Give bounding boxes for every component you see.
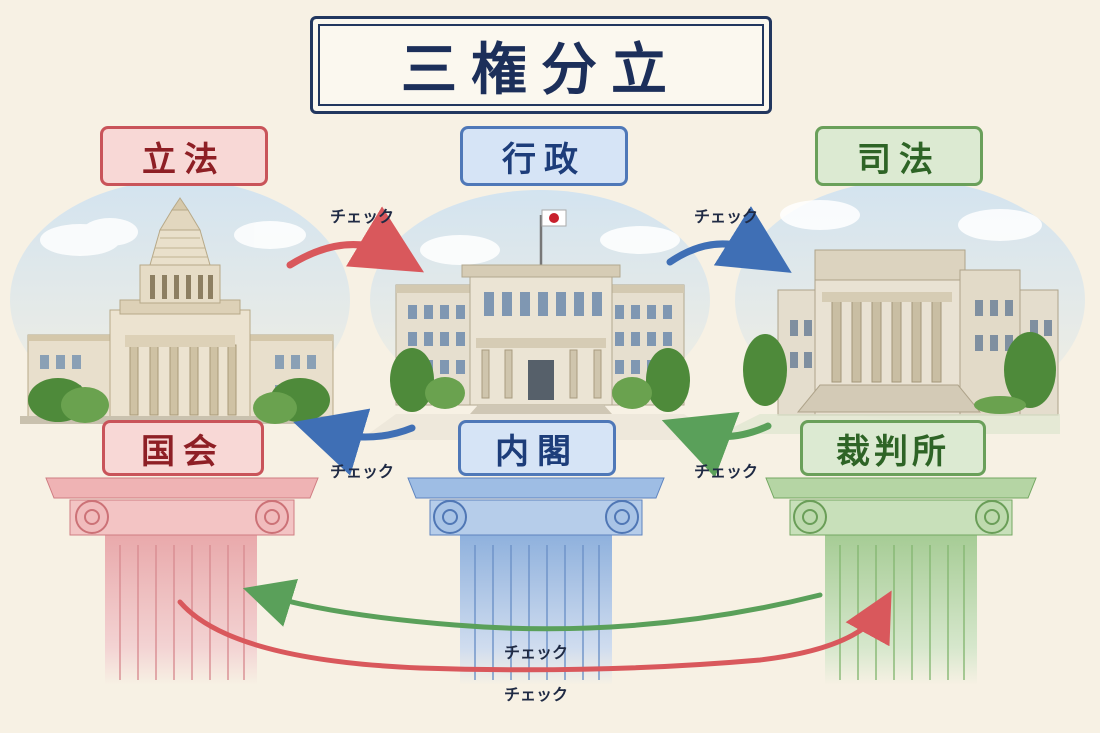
arrow-executive-to-judicial xyxy=(666,206,792,273)
check-label-jud-to-leg: チェック xyxy=(504,643,569,662)
executive-pillar xyxy=(407,477,665,685)
check-label-jud-to-exec: チェック xyxy=(694,462,759,481)
check-label-leg-to-exec: チェック xyxy=(330,207,395,226)
arrow-legislative-to-judicial xyxy=(177,590,892,673)
arrow-judicial-to-executive xyxy=(661,411,772,478)
legislative-branch-label: 立法 xyxy=(100,126,268,186)
judicial-branch-label: 司法 xyxy=(815,126,983,186)
arrow-judicial-to-legislative xyxy=(242,578,823,632)
arrow-legislative-to-executive xyxy=(286,206,425,273)
court-label: 裁判所 xyxy=(800,420,986,476)
legislative-pillar xyxy=(45,477,319,685)
cabinet-label: 内閣 xyxy=(458,420,616,476)
executive-branch-label: 行政 xyxy=(460,126,628,186)
arrow-executive-to-legislative xyxy=(293,408,416,476)
diagram-title: 三権分立 xyxy=(401,37,681,103)
title-banner: 三権分立 xyxy=(310,16,772,114)
supreme-court-building-illustration xyxy=(720,249,1060,434)
cloud-icon xyxy=(40,200,1042,265)
national-diet-label: 国会 xyxy=(102,420,264,476)
check-label-exec-to-jud: チェック xyxy=(694,207,759,226)
judicial-pillar xyxy=(765,477,1037,685)
check-label-leg-to-jud: チェック xyxy=(504,685,569,704)
check-label-exec-to-leg: チェック xyxy=(330,462,395,481)
cabinet-office-building-illustration xyxy=(360,209,720,440)
